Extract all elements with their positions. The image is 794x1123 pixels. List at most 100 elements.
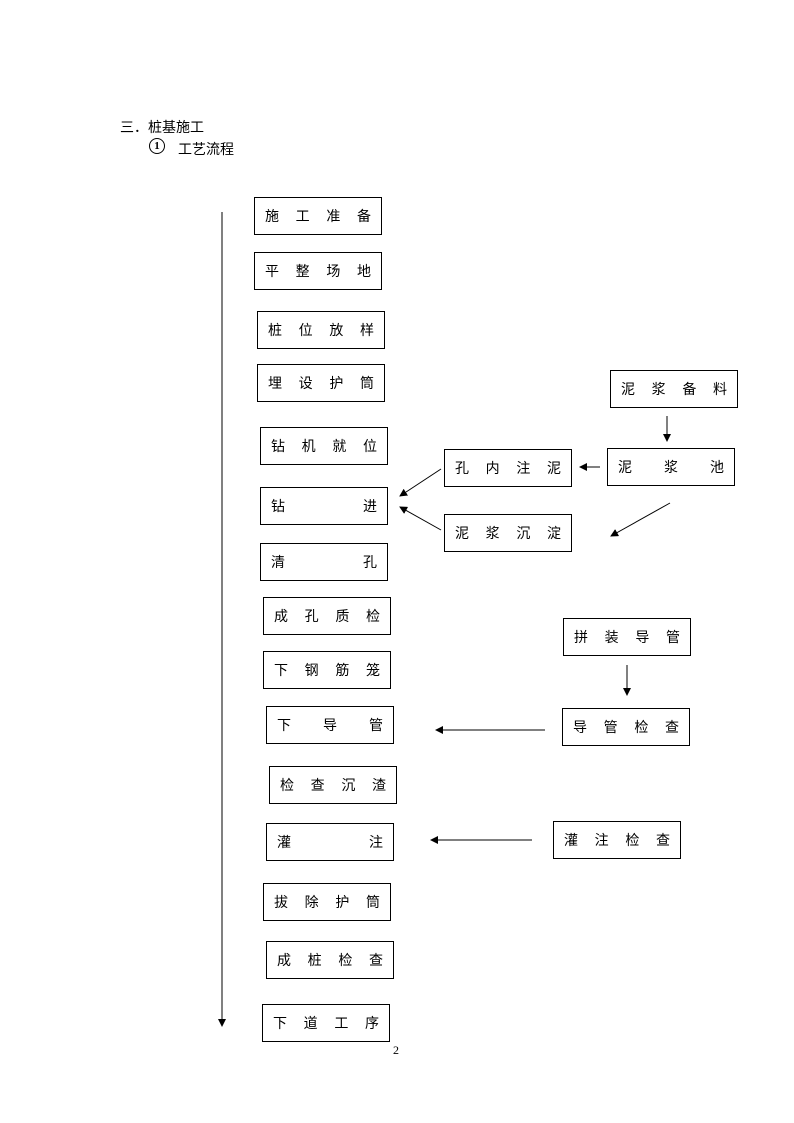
box-char: 泥 xyxy=(618,460,632,476)
page-number: 2 xyxy=(393,1043,399,1057)
box-char: 平 xyxy=(265,264,279,280)
box-char: 孔 xyxy=(304,609,319,625)
step-pile-inspection: 成桩检查 xyxy=(266,941,394,979)
box-char: 场 xyxy=(326,264,341,280)
box-char: 浆 xyxy=(651,382,666,398)
side-slurry-pool: 泥浆池 xyxy=(607,448,735,486)
box-char: 导 xyxy=(323,718,337,734)
step-site-leveling: 平整场地 xyxy=(254,252,382,290)
side-slurry-settling: 泥浆沉淀 xyxy=(444,514,572,552)
arrow-injection-to-drilling xyxy=(399,468,442,497)
step-drilling: 钻进 xyxy=(260,487,388,525)
box-char: 池 xyxy=(710,460,724,476)
box-char: 备 xyxy=(356,209,371,225)
box-char: 检 xyxy=(365,609,380,625)
box-char: 整 xyxy=(295,264,310,280)
box-char: 进 xyxy=(363,499,377,515)
step-rig-positioning: 钻机就位 xyxy=(260,427,388,465)
box-char: 施 xyxy=(265,209,279,225)
box-char: 沉 xyxy=(341,778,356,794)
box-char: 桩 xyxy=(268,323,282,339)
box-char: 工 xyxy=(334,1016,349,1032)
box-char: 就 xyxy=(332,439,347,455)
box-char: 注 xyxy=(516,461,531,477)
box-char: 钻 xyxy=(271,499,285,515)
box-char: 检 xyxy=(634,720,649,736)
box-char: 孔 xyxy=(363,555,377,571)
box-char: 放 xyxy=(329,323,344,339)
box-char: 备 xyxy=(682,382,697,398)
box-char: 笼 xyxy=(365,663,380,679)
step-hole-cleaning: 清孔 xyxy=(260,543,388,581)
box-char: 检 xyxy=(625,833,640,849)
step-casing-burial: 埋设护筒 xyxy=(257,364,385,402)
box-char: 质 xyxy=(335,609,350,625)
box-char: 准 xyxy=(326,209,341,225)
arrow-pool-diagonal xyxy=(610,502,671,537)
box-char: 内 xyxy=(485,461,500,477)
step-sediment-check: 检查沉渣 xyxy=(269,766,397,804)
box-char: 桩 xyxy=(307,953,322,969)
box-char: 除 xyxy=(304,895,319,911)
box-char: 钻 xyxy=(271,439,285,455)
box-char: 淀 xyxy=(546,526,561,542)
box-char: 检 xyxy=(280,778,294,794)
side-assemble-pipe: 拼装导管 xyxy=(563,618,691,656)
box-char: 钢 xyxy=(304,663,319,679)
side-slurry-material: 泥浆备料 xyxy=(610,370,738,408)
box-char: 筒 xyxy=(359,376,374,392)
box-char: 注 xyxy=(594,833,609,849)
box-char: 管 xyxy=(665,630,680,646)
box-char: 导 xyxy=(573,720,587,736)
step-pile-layout: 桩位放样 xyxy=(257,311,385,349)
side-hole-injection: 孔内注泥 xyxy=(444,449,572,487)
box-char: 管 xyxy=(603,720,618,736)
box-char: 序 xyxy=(364,1016,379,1032)
step-number-marker: 1 xyxy=(149,138,165,154)
step-hole-inspection: 成孔质检 xyxy=(263,597,391,635)
box-char: 护 xyxy=(335,895,350,911)
step-next-process: 下道工序 xyxy=(262,1004,390,1042)
step-casing-removal: 拔除护筒 xyxy=(263,883,391,921)
box-char: 地 xyxy=(356,264,371,280)
box-char: 查 xyxy=(664,720,679,736)
box-char: 查 xyxy=(310,778,325,794)
box-char: 料 xyxy=(712,382,727,398)
box-char: 灌 xyxy=(277,835,291,851)
box-char: 泥 xyxy=(546,461,561,477)
box-char: 位 xyxy=(362,439,377,455)
box-char: 下 xyxy=(273,1016,287,1032)
box-char: 孔 xyxy=(455,461,469,477)
step-construction-prep: 施工准备 xyxy=(254,197,382,235)
box-char: 埋 xyxy=(268,376,282,392)
box-char: 机 xyxy=(301,439,316,455)
arrow-settling-to-drilling xyxy=(399,506,442,531)
box-char: 拼 xyxy=(574,630,588,646)
step-lower-cage: 下钢筋笼 xyxy=(263,651,391,689)
box-char: 查 xyxy=(368,953,383,969)
step-pouring: 灌注 xyxy=(266,823,394,861)
box-char: 筒 xyxy=(365,895,380,911)
box-char: 位 xyxy=(298,323,313,339)
side-pipe-check: 导管检查 xyxy=(562,708,690,746)
box-char: 导 xyxy=(635,630,650,646)
box-char: 成 xyxy=(277,953,291,969)
box-char: 浆 xyxy=(664,460,678,476)
box-char: 清 xyxy=(271,555,285,571)
box-char: 筋 xyxy=(335,663,350,679)
box-char: 工 xyxy=(295,209,310,225)
box-char: 设 xyxy=(298,376,313,392)
box-char: 护 xyxy=(329,376,344,392)
box-char: 泥 xyxy=(621,382,635,398)
box-char: 渣 xyxy=(371,778,386,794)
box-char: 查 xyxy=(655,833,670,849)
box-char: 浆 xyxy=(485,526,500,542)
box-char: 沉 xyxy=(516,526,531,542)
box-char: 装 xyxy=(604,630,619,646)
subheading: 工艺流程 xyxy=(178,142,234,158)
box-char: 下 xyxy=(274,663,288,679)
box-char: 拔 xyxy=(274,895,288,911)
box-char: 样 xyxy=(359,323,374,339)
box-char: 检 xyxy=(338,953,353,969)
